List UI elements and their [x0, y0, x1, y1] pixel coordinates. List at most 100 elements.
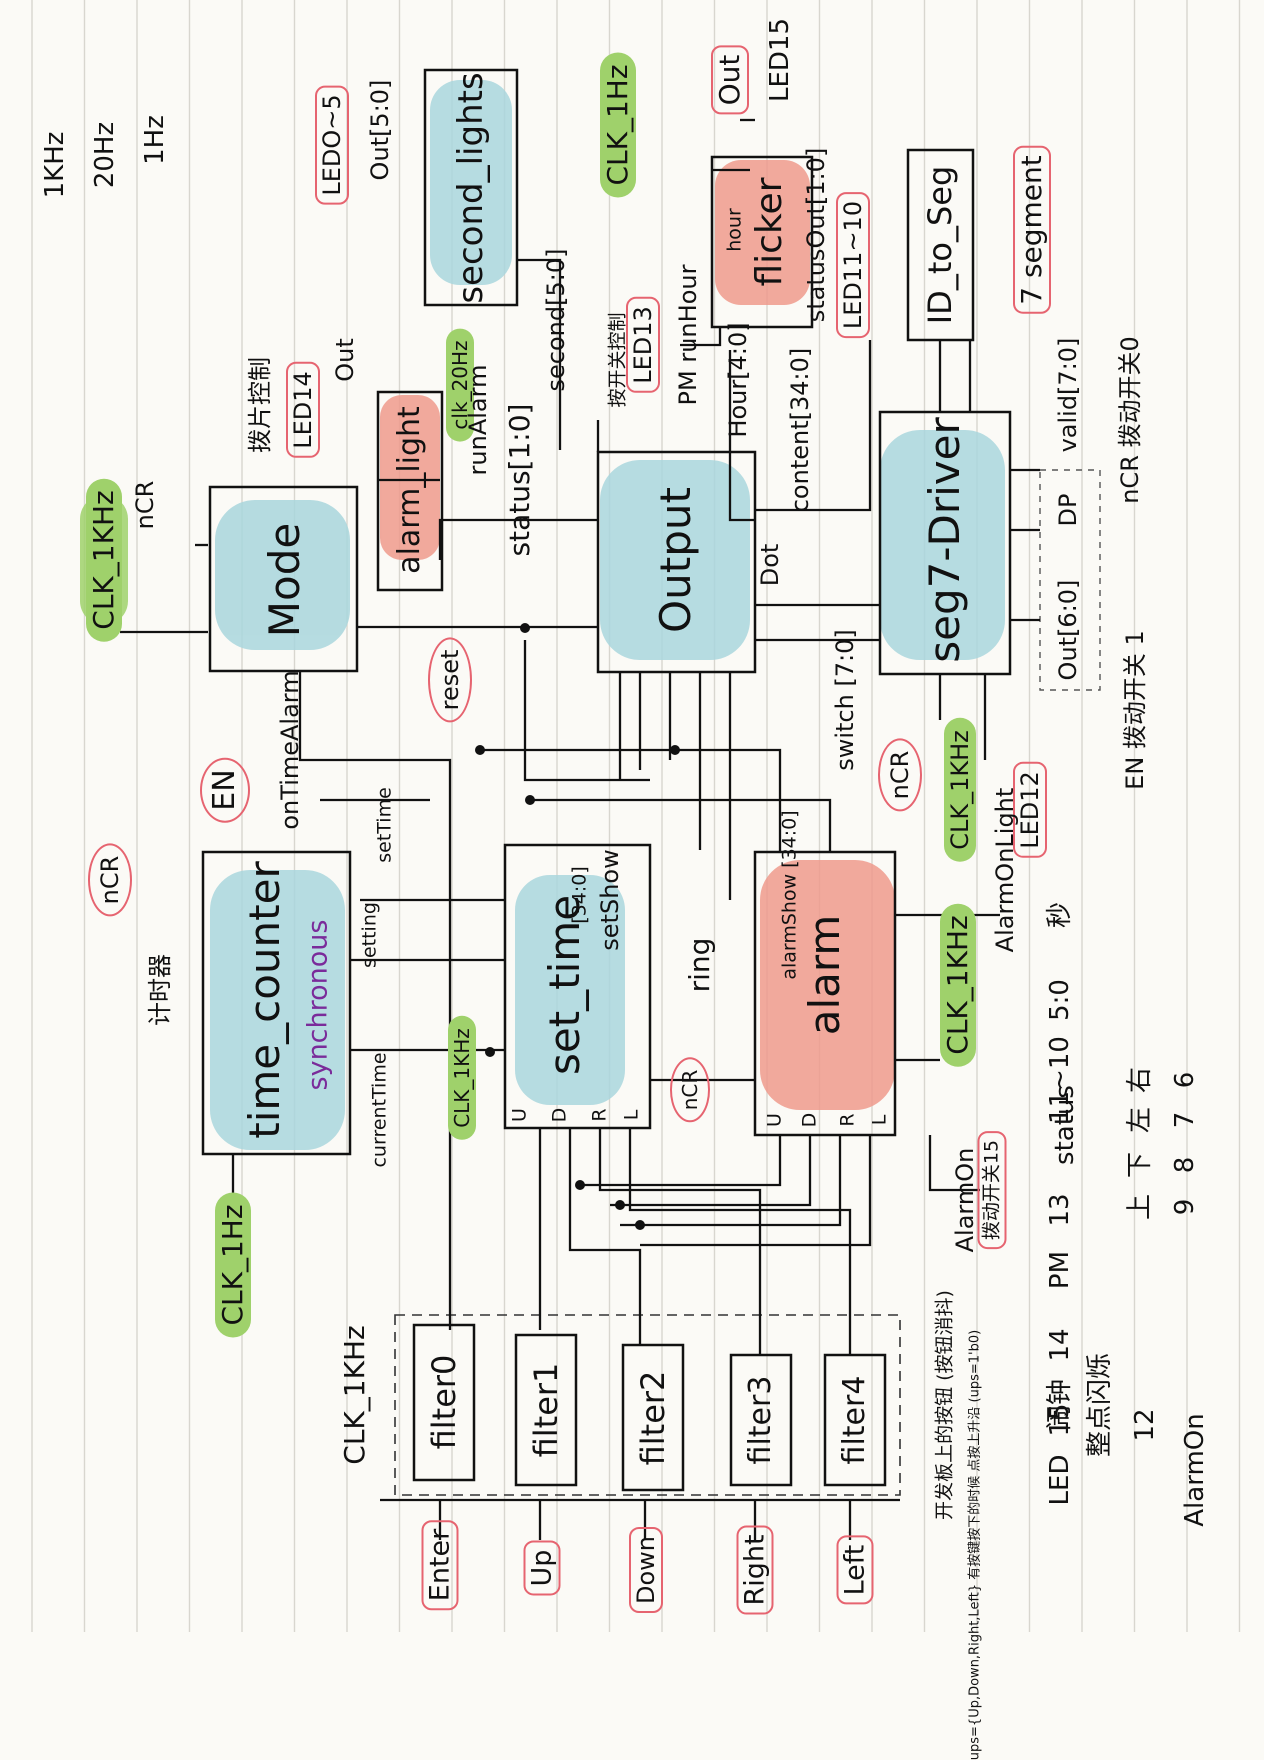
- ruled-lines: [31, 0, 1241, 1632]
- settime-l-pin: L: [620, 1109, 643, 1121]
- second-lights-label: second_lights: [451, 72, 491, 304]
- table-r3-7: 7: [1170, 1111, 1200, 1129]
- pm-run-hour-label: PM runHour: [674, 264, 702, 406]
- alarm-show-label: alarmShow [34:0]: [778, 810, 801, 980]
- flicker-out-label: Out: [711, 45, 749, 115]
- settime-r-pin: R: [588, 1108, 611, 1122]
- hour-4-0-label: Hour[4:0]: [724, 322, 752, 438]
- table-r1-label: 秒: [1045, 901, 1075, 929]
- corner-freq-1hz: 1Hz: [140, 115, 170, 165]
- table-r3-9: 9: [1170, 1198, 1200, 1216]
- table-r3-8: 8: [1170, 1156, 1200, 1174]
- table-r2-down: 下: [1125, 1151, 1155, 1179]
- corner-freq-20hz: 20Hz: [90, 121, 120, 189]
- button-left: Left: [836, 1535, 874, 1605]
- second-lights-box: [423, 68, 519, 307]
- button-enter: Enter: [421, 1519, 459, 1611]
- filter2-label: filter2: [634, 1370, 672, 1466]
- table-r1-bits: 5:0: [1045, 979, 1075, 1021]
- flicker-box: [710, 155, 814, 329]
- seg7-box: [878, 410, 1012, 676]
- on-time-alarm-label: onTimeAlarm: [276, 670, 304, 830]
- alarm-light-out-label: Out: [331, 338, 359, 382]
- table-r3-bits: 13: [1045, 1193, 1075, 1227]
- button-right: Right: [736, 1525, 774, 1615]
- table-r2-right: 右: [1125, 1066, 1155, 1094]
- id-to-seg-label: ID_to_Seg: [921, 165, 959, 325]
- status-out-label: statusOut[1:0]: [802, 147, 830, 323]
- led11-10-label: LED11~10: [836, 191, 870, 339]
- alarm-on-light-label: AlarmOnLight: [991, 787, 1019, 953]
- setting-label: setting: [358, 902, 381, 968]
- alarm-r-pin: R: [836, 1113, 859, 1127]
- filter0-label: filter0: [425, 1354, 463, 1450]
- output-label: Output: [651, 487, 700, 633]
- seg-outputs-dashed: [1039, 469, 1101, 691]
- filter1-box: [514, 1333, 578, 1487]
- alarm-d-pin: D: [798, 1112, 821, 1128]
- en-signal: EN: [200, 757, 250, 823]
- wires: [120, 118, 1040, 1540]
- clk-1khz-filters: CLK_1KHz: [338, 1325, 371, 1465]
- led15-label: LED15: [765, 17, 795, 103]
- flicker-fill: [715, 160, 810, 305]
- current-time-label: currentTime: [368, 1052, 391, 1168]
- alarm-light-label: alarm_light: [392, 406, 427, 574]
- output-box: [596, 450, 757, 674]
- alarm-box: [753, 850, 897, 1137]
- filter3-label: filter3: [743, 1375, 778, 1465]
- set-time-fill: [515, 875, 625, 1105]
- content-label: content[34:0]: [786, 347, 814, 513]
- settime-u-pin: U: [508, 1108, 531, 1122]
- clk-1hz-counter: CLK_1Hz: [215, 1192, 251, 1338]
- clk-1hz-flicker: CLK_1Hz: [600, 52, 636, 198]
- clk-1khz-mode: CLK_1KHz: [86, 478, 122, 642]
- ups-note: ups={Up,Down,Right,Left} 有按键按下的时候 点按上升沿 …: [967, 1329, 983, 1760]
- synchronous-label: synchronous: [302, 919, 334, 1091]
- count-time-note: 计时器: [146, 954, 174, 1026]
- button-up: Up: [523, 1540, 561, 1596]
- table-r2-left: 左: [1125, 1106, 1155, 1134]
- reset-signal: reset: [428, 637, 472, 723]
- filter2-box: [621, 1343, 685, 1492]
- set-time-signal-label: setTime: [373, 787, 396, 863]
- table-r6-bits: 12: [1130, 1408, 1160, 1442]
- alarm-fill: [760, 860, 895, 1110]
- lined-paper: [31, 0, 1241, 1632]
- ring-label: ring: [683, 937, 716, 993]
- table-r5-label: 整点闪烁: [1085, 1352, 1115, 1458]
- color-fills: [80, 80, 1005, 1150]
- block-outlines: [201, 68, 1012, 1492]
- filter4-label: filter4: [837, 1375, 872, 1465]
- seg7-driver-label: seg7-Driver: [920, 417, 969, 663]
- table-r2-up: 上: [1125, 1193, 1155, 1221]
- alarm-u-pin: U: [763, 1113, 786, 1127]
- table-r3-6: 6: [1170, 1071, 1200, 1089]
- flicker-label: flicker: [749, 177, 790, 287]
- alarm-light-fill: [380, 395, 440, 560]
- en-note: EN 拨动开关 1: [1121, 630, 1149, 790]
- filter0-box: [412, 1323, 476, 1482]
- corner-freq-1khz: 1KHz: [40, 131, 70, 199]
- table-r4-bits: 14: [1045, 1328, 1075, 1362]
- dp-label: DP: [1054, 493, 1082, 527]
- mode-fill: [215, 500, 350, 650]
- time-counter-fill: [210, 870, 345, 1150]
- status-label: status[1:0]: [503, 403, 536, 557]
- ledo-5-label: LEDO~5: [315, 85, 349, 205]
- ncr-alarm: nCR: [670, 1057, 710, 1123]
- hour-flicker-tag: hour: [723, 208, 746, 252]
- time-counter-box: [201, 850, 352, 1156]
- table-r5-bits: 15: [1045, 1403, 1075, 1437]
- output-fill: [600, 460, 750, 660]
- seg7-fill: [880, 430, 1005, 660]
- clk-1khz-seg7: CLK_1KHz: [944, 718, 976, 862]
- alarm-label: alarm: [800, 914, 849, 1036]
- button-down: Down: [629, 1526, 663, 1614]
- ncr-note: nCR 拨动开关0: [1116, 336, 1144, 504]
- table-r5-led: LED: [1045, 1454, 1075, 1506]
- out-5-0-label: Out[5:0]: [366, 79, 394, 181]
- ncr-mode: nCR: [131, 480, 159, 530]
- dot-label: Dot: [756, 543, 784, 587]
- table-r2-label: status: [1050, 1085, 1080, 1165]
